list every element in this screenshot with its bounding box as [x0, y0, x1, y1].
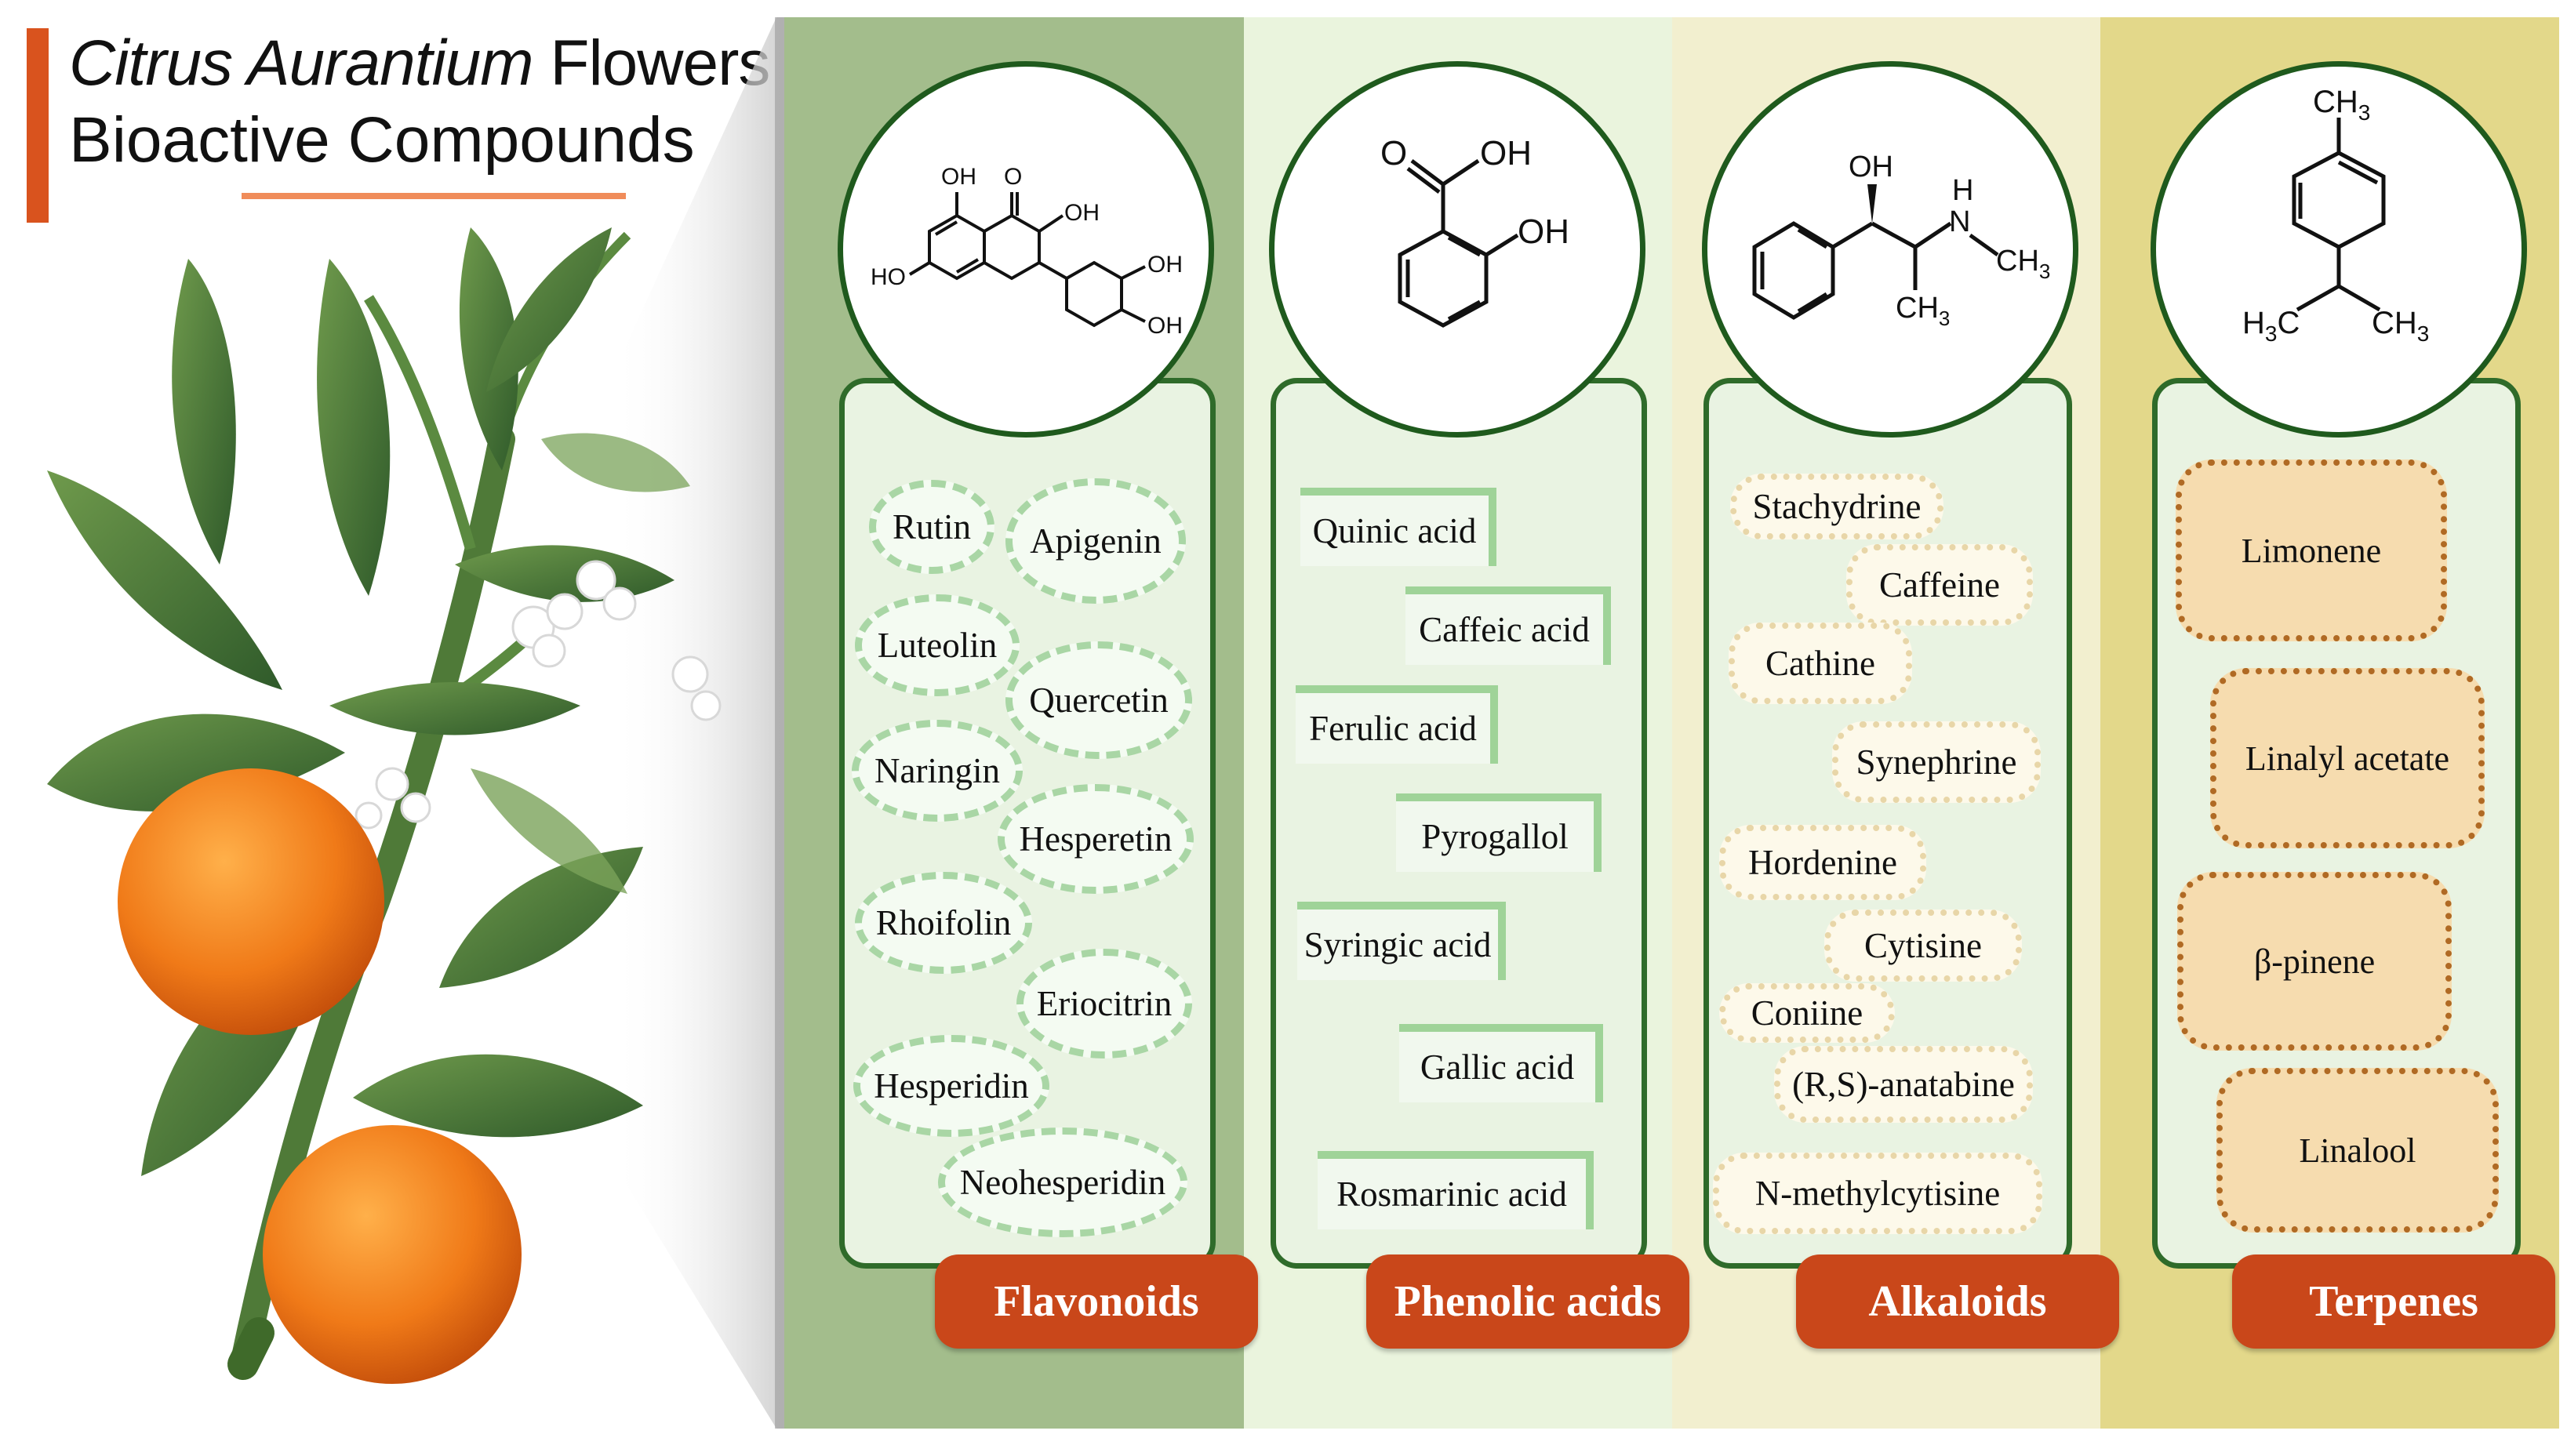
- svg-text:O: O: [1004, 164, 1022, 190]
- projection-wedge: [612, 17, 784, 1429]
- compound-item: Stachydrine: [1730, 474, 1943, 539]
- leaf: [486, 227, 612, 392]
- compound-item: Hordenine: [1719, 825, 1926, 900]
- leaf: [47, 470, 282, 690]
- svg-text:CH3: CH3: [2372, 306, 2429, 346]
- category-label-terpenes: Terpenes: [2232, 1254, 2555, 1349]
- leaf: [317, 259, 391, 596]
- svg-text:H: H: [1952, 174, 1973, 207]
- compound-item: Coniine: [1719, 983, 1895, 1043]
- svg-text:OH: OH: [1064, 200, 1100, 226]
- page-subtitle: Bioactive Compounds: [69, 104, 695, 176]
- compound-item: Hesperidin: [853, 1035, 1049, 1137]
- svg-text:OH: OH: [1480, 134, 1532, 172]
- category-label-phenolic-acids: Phenolic acids: [1366, 1254, 1689, 1349]
- compound-item: Naringin: [852, 720, 1023, 822]
- svg-text:OH: OH: [1147, 313, 1183, 339]
- svg-text:CH3: CH3: [1996, 245, 2050, 283]
- compound-item: Apigenin: [1005, 478, 1186, 604]
- compound-item: (R,S)-anatabine: [1774, 1046, 2033, 1123]
- compound-item: β-pinene: [2177, 872, 2452, 1051]
- compound-item: Quercetin: [1005, 641, 1192, 759]
- category-label-flavonoids: Flavonoids: [935, 1254, 1258, 1349]
- compound-item: Rhoifolin: [855, 872, 1032, 974]
- svg-text:OH: OH: [1147, 252, 1183, 278]
- compound-item: Eriocitrin: [1016, 949, 1192, 1058]
- compound-item: Syringic acid: [1297, 902, 1506, 980]
- orange-branch-illustration: [47, 17, 784, 1429]
- compound-item: Rosmarinic acid: [1318, 1151, 1594, 1229]
- svg-text:OH: OH: [1849, 151, 1893, 183]
- svg-text:N: N: [1949, 205, 1970, 238]
- orange-fruit: [118, 768, 384, 1035]
- svg-text:HO: HO: [871, 264, 906, 290]
- svg-text:H3C: H3C: [2242, 306, 2300, 346]
- title-species: Citrus Aurantium: [69, 27, 534, 99]
- compound-item: Linalool: [2216, 1068, 2499, 1233]
- terpinene-structure-icon: CH3 H3C CH3: [2151, 61, 2527, 438]
- compound-item: Cathine: [1729, 623, 1912, 704]
- page-title: Citrus Aurantium Flowers: [69, 27, 770, 100]
- compound-item: Caffeic acid: [1405, 586, 1611, 665]
- title-flowers: Flowers: [533, 27, 770, 99]
- svg-text:OH: OH: [941, 164, 976, 190]
- leaf: [471, 768, 627, 894]
- svg-text:CH3: CH3: [1896, 292, 1950, 330]
- leaf: [541, 433, 690, 492]
- svg-text:O: O: [1380, 134, 1407, 172]
- compound-item: Gallic acid: [1399, 1024, 1603, 1102]
- title-underline: [242, 193, 626, 199]
- title-accent-bar: [27, 28, 49, 223]
- compound-item: Neohesperidin: [938, 1127, 1187, 1237]
- leaf: [439, 847, 643, 988]
- compound-item: Quinic acid: [1300, 488, 1496, 566]
- compound-item: Caffeine: [1846, 544, 2033, 626]
- compound-item: Ferulic acid: [1296, 685, 1498, 764]
- category-label-alkaloids: Alkaloids: [1796, 1254, 2119, 1349]
- compound-item: Luteolin: [855, 594, 1020, 696]
- leaf: [329, 682, 580, 735]
- leaf: [172, 259, 236, 565]
- compound-item: Linalyl acetate: [2210, 668, 2485, 848]
- orange-fruit: [263, 1125, 522, 1384]
- leaf: [353, 1054, 643, 1138]
- svg-text:CH3: CH3: [2313, 85, 2370, 125]
- cathine-structure-icon: OH N H CH3 CH3: [1702, 61, 2078, 438]
- compound-item: N-methylcytisine: [1713, 1153, 2042, 1234]
- leaf: [459, 227, 518, 470]
- compound-item: Rutin: [869, 480, 994, 574]
- compound-item: Pyrogallol: [1396, 793, 1602, 872]
- compound-item: Cytisine: [1824, 910, 2022, 982]
- compound-item: Limonene: [2176, 459, 2447, 641]
- quercetin-structure-icon: OH O OH HO OH OH: [838, 61, 1214, 438]
- svg-text:OH: OH: [1518, 212, 1569, 251]
- salicylic-acid-structure-icon: O OH OH: [1269, 61, 1645, 438]
- compound-item: Synephrine: [1832, 721, 2041, 803]
- compound-item: Hesperetin: [998, 784, 1194, 894]
- orange-blossoms: [355, 560, 722, 830]
